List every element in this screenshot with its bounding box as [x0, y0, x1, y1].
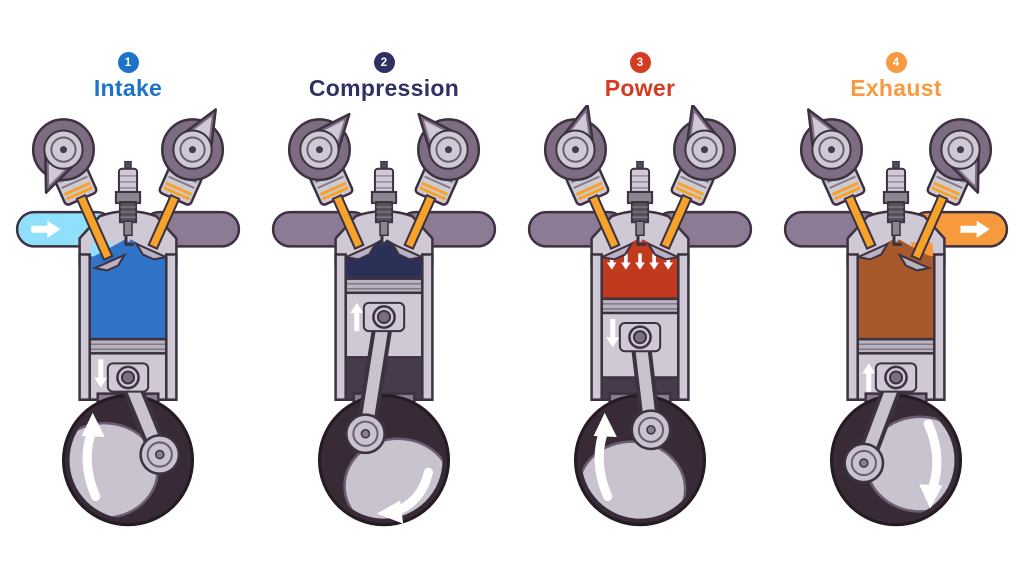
stroke-panel-compression: 2 Compression: [256, 0, 512, 563]
stroke-panel-intake: 1 Intake: [0, 0, 256, 563]
exhaust-camshaft: [673, 105, 737, 182]
crank-journal: [630, 409, 672, 451]
intake-valve: [309, 162, 379, 261]
stroke-panel-power: 3 Power: [512, 0, 768, 563]
crank-journal: [843, 442, 885, 484]
stroke-panel-exhaust: 4 Exhaust: [768, 0, 1024, 563]
rotation-arrow-icon: [919, 419, 943, 509]
intake-valve: [821, 162, 891, 261]
exhaust-camshaft: [161, 108, 225, 182]
spark-plug-icon: [370, 161, 398, 247]
exhaust-camshaft: [929, 118, 993, 195]
engine-illustration-compression: [263, 105, 505, 529]
stroke-label: Intake: [93, 75, 163, 101]
engine-illustration-intake: [7, 105, 249, 529]
rotation-arrow-icon: [593, 413, 617, 502]
piston-motion-arrow-icon: [606, 319, 620, 348]
piston-motion-arrow-icon: [94, 359, 108, 388]
spark-plug-icon: [626, 161, 654, 247]
stroke-number-badge: 3: [629, 52, 651, 73]
exhaust-camshaft: [417, 113, 481, 182]
stroke-label: Exhaust: [850, 75, 942, 101]
intake-camshaft: [287, 113, 351, 182]
exhaust-valve: [897, 162, 971, 272]
spark-plug-icon: [882, 161, 910, 247]
stroke-number-badge: 4: [885, 52, 907, 73]
stroke-label: Compression: [308, 75, 460, 101]
flow-arrow-icon: [960, 221, 990, 239]
stroke-label: Power: [604, 75, 676, 101]
crank-journal: [345, 413, 386, 455]
stroke-number-badge: 2: [373, 52, 395, 73]
intake-camshaft: [543, 105, 607, 182]
exhaust-valve: [389, 162, 459, 261]
intake-camshaft: [799, 108, 863, 182]
intake-camshaft: [31, 118, 95, 195]
flow-arrow-icon: [31, 221, 61, 239]
engine-illustration-power: [519, 105, 761, 529]
piston-motion-arrow-icon: [350, 303, 364, 332]
stroke-number-badge: 1: [117, 52, 139, 73]
engine-illustration-exhaust: [775, 105, 1017, 529]
spark-plug-icon: [114, 161, 142, 247]
crank-journal: [139, 434, 181, 476]
rotation-arrow-icon: [376, 468, 433, 525]
piston-motion-arrow-icon: [862, 363, 876, 392]
rotation-arrow-icon: [81, 413, 105, 502]
